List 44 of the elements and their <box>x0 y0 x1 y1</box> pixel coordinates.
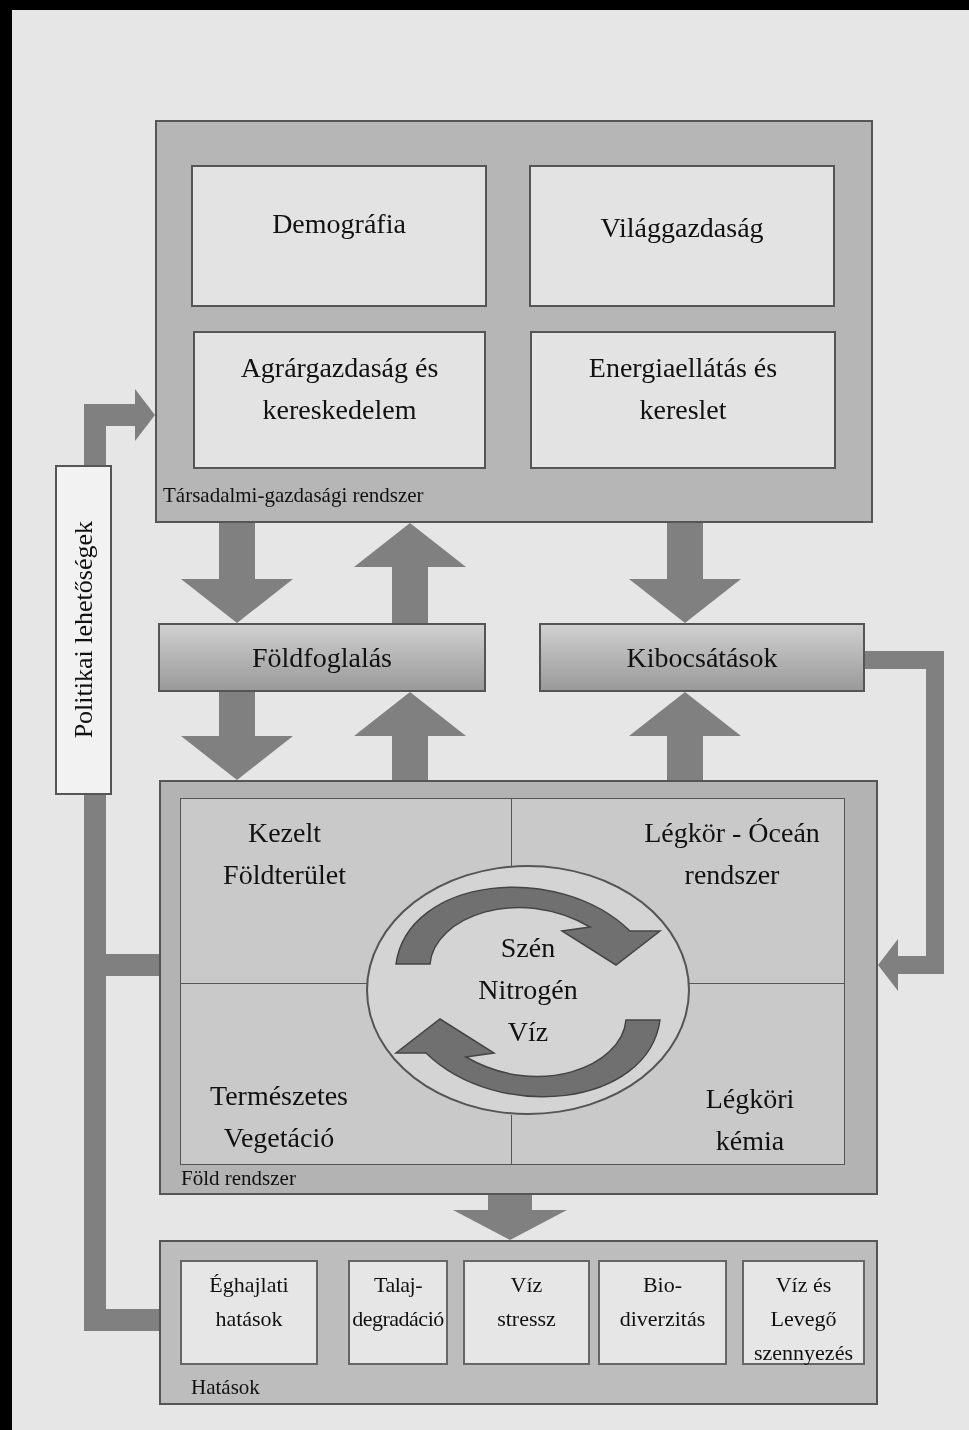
process-box <box>158 623 486 692</box>
impact-box <box>348 1260 448 1365</box>
process-box <box>539 623 865 692</box>
node-label: Hatások <box>191 1373 260 1401</box>
node-label: Talaj-degradáció <box>351 1271 445 1333</box>
node-label: Föld rendszer <box>181 1165 296 1191</box>
impact-box <box>180 1260 318 1365</box>
topic-box <box>191 165 487 307</box>
impact-panel <box>159 1240 878 1405</box>
system-panel <box>155 120 873 523</box>
node-label: Bio-diverzitás <box>618 1271 707 1333</box>
node-label: Világgazdaság <box>600 211 764 245</box>
flow-arrow <box>453 1195 567 1240</box>
topic-box <box>193 331 486 469</box>
node-label: Víz és Levegő szennyezés <box>753 1271 854 1367</box>
flow-arrow <box>865 651 944 991</box>
topic-box <box>530 331 836 469</box>
node-label: Földfoglalás <box>252 640 392 675</box>
flow-arrow <box>181 523 293 623</box>
node-label: Kibocsátások <box>626 640 778 675</box>
flow-arrow <box>84 389 155 465</box>
node-label: Légköri kémia <box>704 1082 796 1158</box>
node-label: Szén Nitrogén Víz <box>477 931 579 1049</box>
flow-arrow <box>354 523 466 623</box>
flow-arrow <box>629 523 741 623</box>
node-label: Éghajlati hatások <box>208 1271 290 1333</box>
node-label: Energiaellátás és kereslet <box>587 351 779 427</box>
node-label: Agrárgazdaság és kereskedelem <box>239 351 440 427</box>
node-label: Kezelt Földterület <box>222 816 347 892</box>
policy-box <box>55 465 112 795</box>
topic-box <box>529 165 835 307</box>
impact-box <box>598 1260 727 1365</box>
node-label: Demográfia <box>272 207 406 241</box>
node-label: Természetes Vegetáció <box>209 1079 349 1155</box>
impact-box <box>742 1260 865 1365</box>
flow-arrow <box>354 692 466 780</box>
flow-arrow <box>181 692 293 780</box>
node-label: Társadalmi-gazdasági rendszer <box>163 483 424 507</box>
node-label: Légkör - Óceán rendszer <box>643 816 821 892</box>
impact-box <box>463 1260 590 1365</box>
node-label: Víz stressz <box>496 1271 557 1333</box>
system-panel <box>159 780 878 1195</box>
flow-arrow <box>629 692 741 780</box>
node-label: Politikai lehetőségek <box>68 521 99 739</box>
